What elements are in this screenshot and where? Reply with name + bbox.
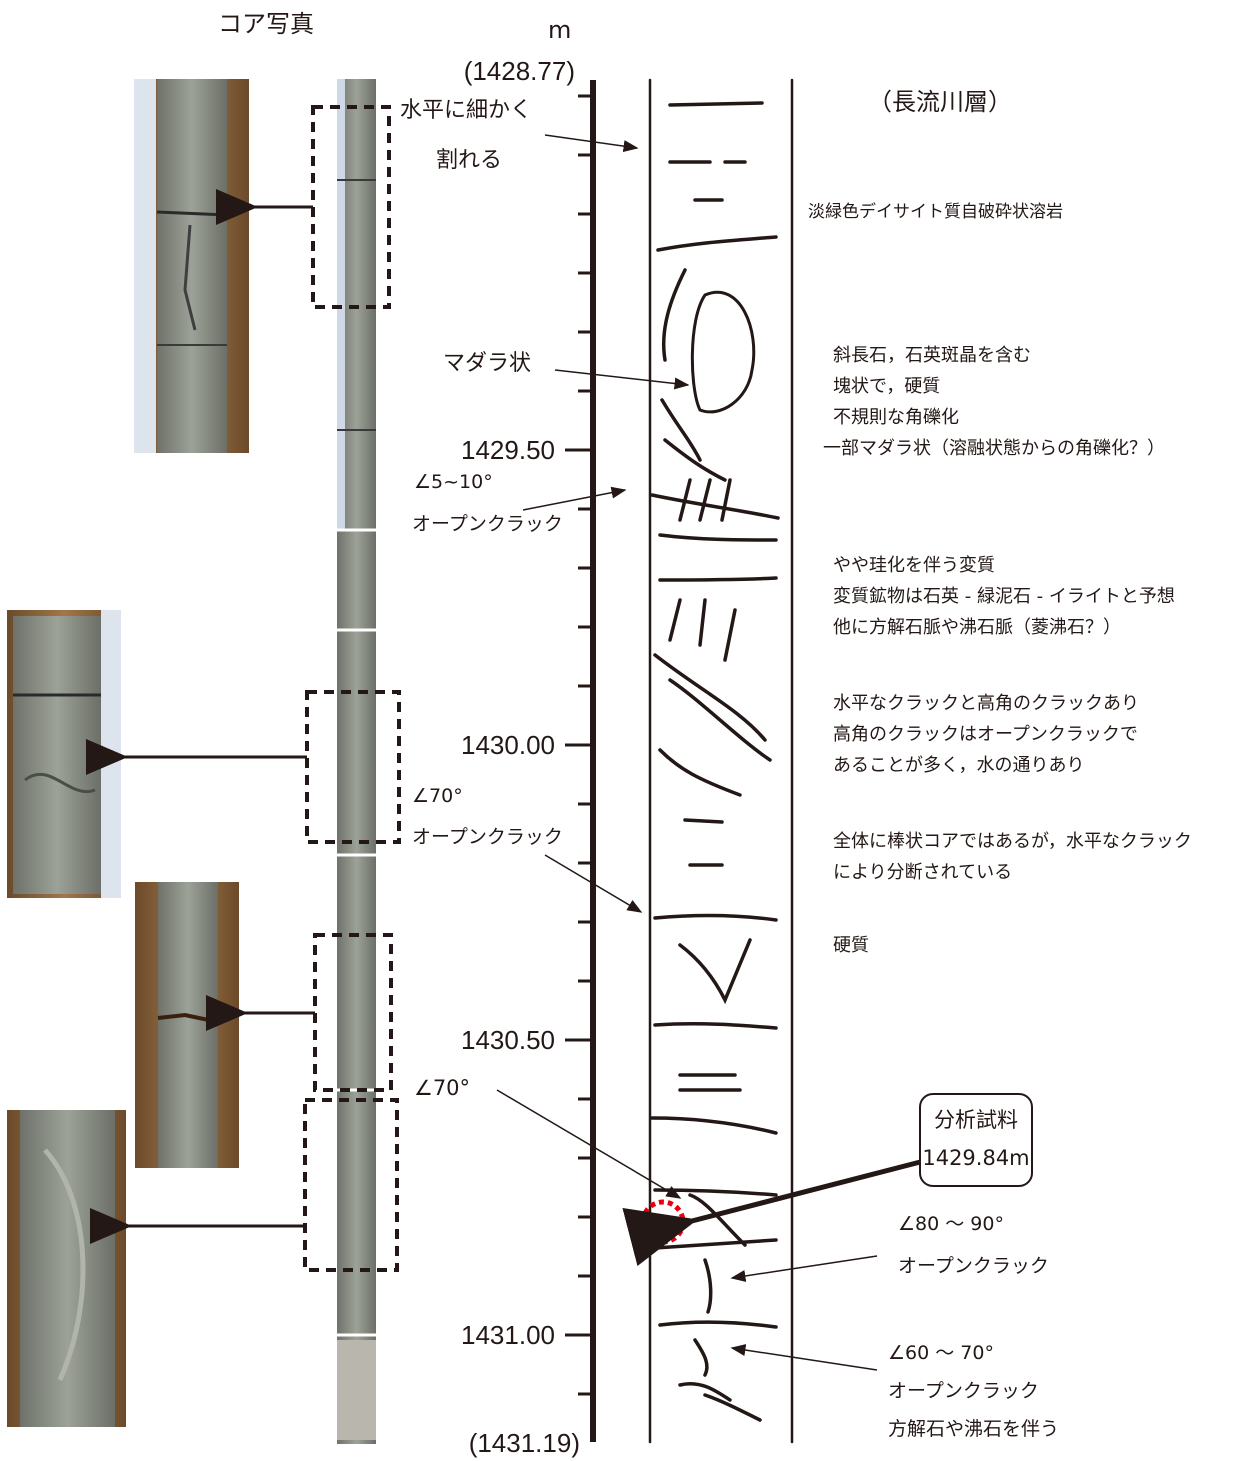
sample-title: 分析試料 bbox=[934, 1108, 1018, 1132]
description-block-phenocrysts: 斜長石，石英斑晶を含む 塊状で，硬質 不規則な角礫化 一部マダラ状（溶融状態から… bbox=[823, 340, 1165, 464]
annotation-angle: ∠70° bbox=[412, 785, 463, 807]
depth-top-label: (1428.77) bbox=[463, 56, 575, 86]
depth-bottom-label: (1431.19) bbox=[468, 1428, 580, 1458]
annotation-arrows bbox=[496, 134, 878, 1371]
core-photo-3 bbox=[135, 882, 239, 1168]
description-block-alteration: やや珪化を伴う変質 変質鉱物は石英 - 緑泥石 - イライトと予想 他に方解石脈… bbox=[833, 550, 1175, 643]
depth-tick-label: 1431.00 bbox=[461, 1320, 555, 1350]
sample-callout: 分析試料 1429.84m bbox=[919, 1093, 1033, 1187]
depth-tick-label: 1429.50 bbox=[461, 435, 555, 465]
depth-unit: m bbox=[548, 16, 572, 44]
description-hard: 硬質 bbox=[833, 935, 869, 956]
description-line: 水平なクラックと高角のクラックあり bbox=[833, 693, 1139, 714]
description-line: 変質鉱物は石英 - 緑泥石 - イライトと予想 bbox=[833, 586, 1175, 607]
description-line: オープンクラック bbox=[898, 1255, 1049, 1277]
depth-scale bbox=[565, 80, 596, 1442]
annotation-madara: マダラ状 bbox=[443, 351, 532, 376]
core-photo-2 bbox=[7, 610, 121, 898]
core-photo-1 bbox=[134, 79, 249, 453]
annotation-angle: ∠70° bbox=[414, 1076, 471, 1100]
description-line: 一部マダラ状（溶融状態からの角礫化？） bbox=[823, 438, 1165, 459]
description-line: やや珪化を伴う変質 bbox=[833, 555, 995, 576]
annotation-fine-cracks: 水平に細かく bbox=[400, 98, 533, 123]
core-photo-strip bbox=[337, 79, 376, 1444]
description-line: により分断されている bbox=[833, 862, 1013, 883]
depth-tick-label: 1430.00 bbox=[461, 730, 555, 760]
description-line: ∠60 〜 70° bbox=[888, 1342, 994, 1364]
description-crack-b: ∠60 〜 70° オープンクラック 方解石や沸石を伴う bbox=[888, 1334, 1059, 1448]
description-line: 全体に棒状コアではあるが，水平なクラック bbox=[833, 831, 1192, 852]
annotation-fine-cracks: 割れる bbox=[436, 148, 503, 173]
description-line: 他に方解石脈や沸石脈（菱沸石？） bbox=[833, 617, 1121, 638]
description-line: あることが多く，水の通りあり bbox=[833, 755, 1085, 776]
core-photo-4 bbox=[7, 1110, 126, 1427]
description-line: 方解石や沸石を伴う bbox=[888, 1418, 1060, 1440]
description-line: オープンクラック bbox=[888, 1380, 1039, 1402]
sample-depth: 1429.84m bbox=[922, 1146, 1030, 1170]
annotation-open-crack: オープンクラック bbox=[412, 513, 563, 535]
description-line: 不規則な角礫化 bbox=[833, 407, 959, 428]
description-block-cracks: 水平なクラックと高角のクラックあり 高角のクラックはオープンクラックで あること… bbox=[833, 688, 1139, 781]
photo-title: コア写真 bbox=[218, 10, 314, 38]
photo-link-arrows bbox=[86, 189, 315, 1244]
description-line: 塊状で，硬質 bbox=[833, 376, 941, 397]
depth-tick-label: 1430.50 bbox=[461, 1025, 555, 1055]
rock-description: 淡緑色デイサイト質自破砕状溶岩 bbox=[808, 202, 1063, 222]
sample-pointer-arrow bbox=[622, 1157, 929, 1267]
description-block-rod-core: 全体に棒状コアではあるが，水平なクラック により分断されている bbox=[833, 826, 1192, 888]
description-line: 斜長石，石英斑晶を含む bbox=[833, 345, 1031, 366]
description-line: ∠80 〜 90° bbox=[898, 1213, 1004, 1235]
description-line: 高角のクラックはオープンクラックで bbox=[833, 724, 1138, 745]
annotation-open-crack: オープンクラック bbox=[412, 826, 563, 848]
description-crack-a: ∠80 〜 90° オープンクラック bbox=[898, 1203, 1049, 1287]
formation-name: （長流川層） bbox=[868, 88, 1012, 116]
annotation-angle: ∠5~10° bbox=[414, 471, 493, 493]
